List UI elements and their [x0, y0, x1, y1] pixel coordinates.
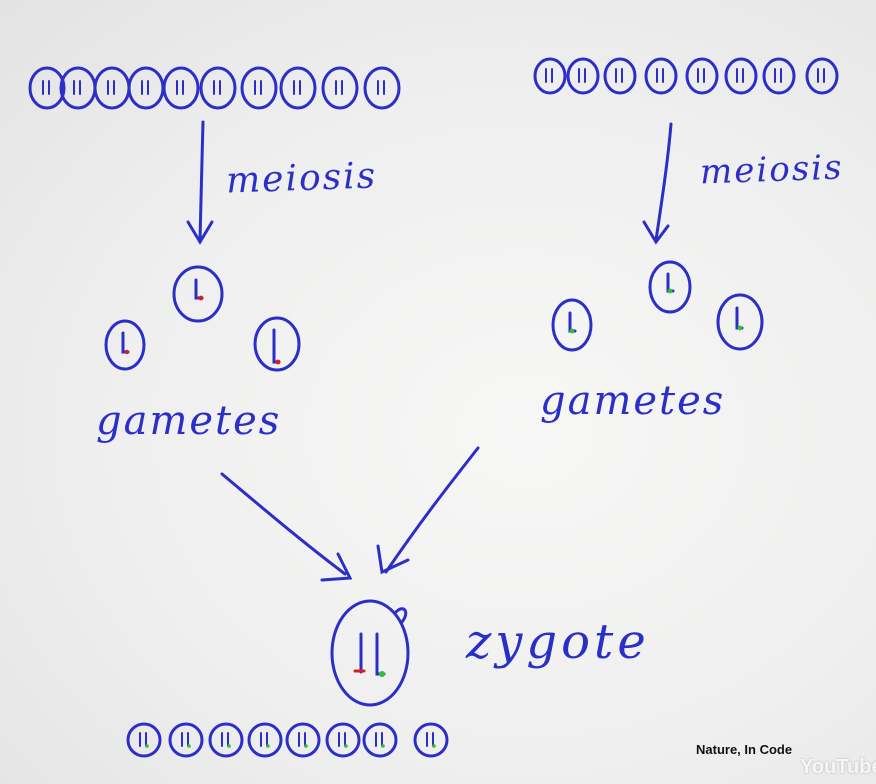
- gamete-right-1: [648, 260, 692, 314]
- parent-left-cell-6: [199, 66, 237, 110]
- parent-right-chromosome-set: [533, 57, 839, 95]
- offspring-cell-3: [208, 722, 244, 758]
- gamete-left-3: [253, 316, 301, 372]
- parent-right-cell-7: [762, 57, 796, 95]
- parent-left-cell-10: [363, 66, 401, 110]
- parent-left-cell-5: [162, 66, 200, 110]
- parent-right-cell-6: [724, 57, 758, 95]
- parent-right-cell-4: [644, 57, 678, 95]
- parent-right-cell-2: [566, 57, 600, 95]
- gamete-right-3: [716, 293, 764, 351]
- offspring-cell-8: [413, 722, 449, 758]
- youtube-watermark-logo: YouTube: [800, 756, 876, 778]
- fertilisation-left-arrow: [220, 472, 353, 582]
- meiosis-label-left: meiosis: [225, 155, 378, 202]
- offspring-cell-4: [247, 722, 283, 758]
- parent-left-cell-9: [321, 66, 359, 110]
- parent-left-cell-2: [59, 66, 97, 110]
- parent-left-cell-8: [279, 66, 317, 110]
- parent-left-cell-1: [28, 66, 66, 110]
- gametes-label-right: gametes: [540, 378, 726, 424]
- offspring-cell-5: [285, 722, 321, 758]
- gamete-right-2: [551, 298, 593, 352]
- zygote-cell: [330, 599, 410, 707]
- offspring-chromosome-set: [126, 722, 449, 758]
- gamete-left-2: [104, 319, 146, 371]
- parent-right-cell-3: [603, 57, 637, 95]
- parent-left-cell-4: [127, 66, 165, 110]
- meiosis-right-arrow: [642, 122, 673, 245]
- gametes-label-left: gametes: [96, 398, 282, 444]
- gamete-left-1: [172, 265, 224, 323]
- parent-right-cell-8: [805, 57, 839, 95]
- offspring-cell-1: [126, 722, 162, 758]
- parent-left-chromosome-set: [28, 66, 401, 110]
- offspring-cell-7: [362, 722, 398, 758]
- parent-right-cell-1: [533, 57, 567, 95]
- parent-left-cell-3: [93, 66, 131, 110]
- offspring-cell-2: [168, 722, 204, 758]
- fertilisation-right-arrow: [376, 446, 480, 575]
- meiosis-label-right: meiosis: [699, 147, 845, 193]
- zygote-label: zygote: [466, 614, 650, 670]
- parent-left-cell-7: [240, 66, 278, 110]
- offspring-cell-6: [325, 722, 361, 758]
- credit-caption: Nature, In Code: [696, 742, 793, 757]
- parent-right-cell-5: [685, 57, 719, 95]
- meiosis-left-arrow: [186, 120, 214, 245]
